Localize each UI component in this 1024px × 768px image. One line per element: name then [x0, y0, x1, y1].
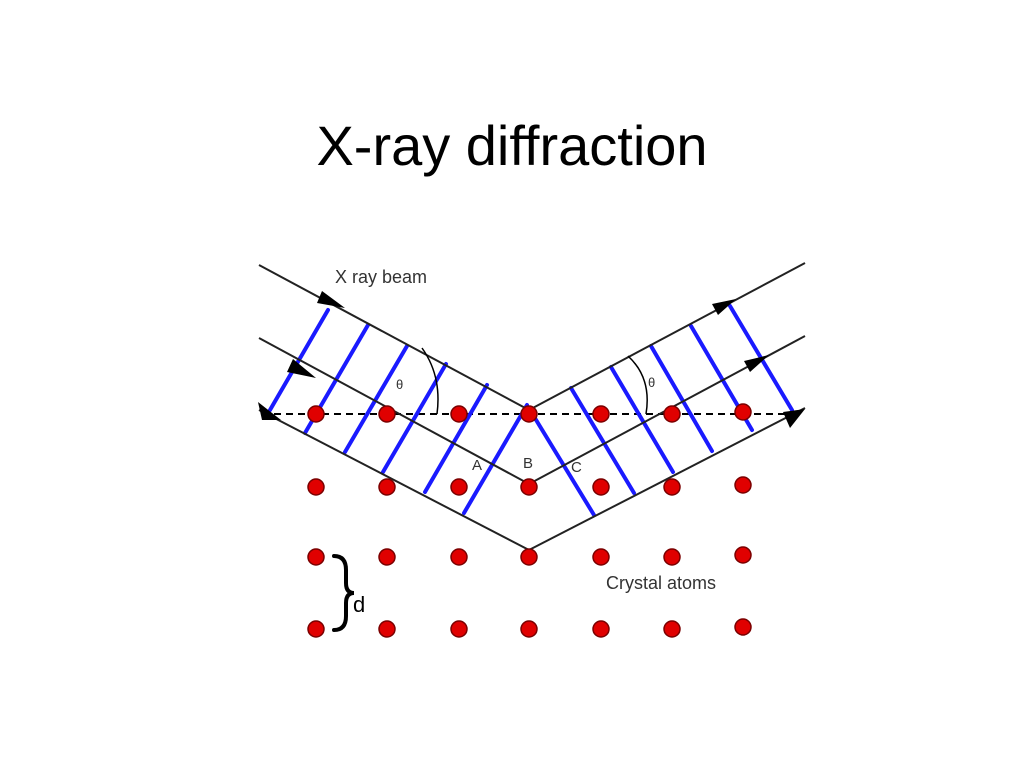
- wavefront-line: [528, 408, 596, 517]
- crystal-atom: [450, 478, 468, 496]
- crystal-atom: [378, 548, 396, 566]
- crystal-atom: [378, 405, 396, 423]
- crystal-atom: [592, 405, 610, 423]
- arrowhead-icon: [258, 402, 281, 420]
- crystal-atom: [734, 403, 752, 421]
- point-c-label: C: [571, 459, 582, 476]
- arrowhead-icon: [783, 409, 805, 428]
- wavefront-line: [343, 344, 409, 454]
- crystal-atom: [520, 620, 538, 638]
- beam-label: X ray beam: [335, 267, 427, 287]
- crystal-atom: [663, 405, 681, 423]
- crystal-atom: [520, 548, 538, 566]
- crystal-atom: [378, 478, 396, 496]
- crystal-atom: [592, 620, 610, 638]
- crystal-atom: [520, 478, 538, 496]
- wavefront-line: [423, 383, 489, 494]
- arrowhead-icon: [287, 359, 316, 378]
- wavefront-line: [649, 344, 714, 453]
- diffracted-wavefronts: [528, 304, 794, 517]
- ray-arrows: [258, 291, 805, 428]
- theta-arc-right: [627, 355, 648, 415]
- diffracted-ray: [528, 407, 806, 551]
- crystal-atom: [307, 478, 325, 496]
- crystal-atom: [450, 620, 468, 638]
- theta-arc-left: [421, 347, 439, 415]
- crystal-atom: [592, 548, 610, 566]
- crystal-atom: [307, 405, 325, 423]
- wavefront-line: [609, 365, 675, 474]
- diffracted-ray: [528, 262, 806, 411]
- wavefront-line: [569, 386, 636, 495]
- theta-label-right: θ: [648, 375, 655, 390]
- crystal-atom: [592, 478, 610, 496]
- crystal-atom: [734, 476, 752, 494]
- crystal-atom: [663, 478, 681, 496]
- arrowhead-icon: [712, 299, 736, 315]
- arrowhead-icon: [744, 355, 769, 372]
- point-a-label: A: [472, 457, 482, 474]
- crystal-atoms-label: Crystal atoms: [606, 573, 716, 593]
- point-b-label: B: [523, 455, 533, 472]
- crystal-atom: [307, 548, 325, 566]
- crystal-atom: [734, 546, 752, 564]
- theta-label-left: θ: [396, 377, 403, 392]
- crystal-atom: [734, 618, 752, 636]
- crystal-atom: [450, 405, 468, 423]
- crystal-atoms-grid: [307, 403, 752, 638]
- crystal-atom: [663, 620, 681, 638]
- incident-ray: [258, 264, 530, 411]
- spacing-brace-icon: [332, 554, 355, 632]
- wavefront-line: [381, 362, 448, 474]
- arrowhead-icon: [317, 291, 345, 308]
- crystal-atom: [520, 405, 538, 423]
- crystal-atom: [378, 620, 396, 638]
- crystal-atom: [307, 620, 325, 638]
- diffracted-rays: [528, 262, 806, 551]
- crystal-atom: [663, 548, 681, 566]
- crystal-atom: [450, 548, 468, 566]
- slide-title: X-ray diffraction: [316, 114, 708, 177]
- incident-rays: [258, 264, 530, 551]
- wavefront-line: [462, 403, 529, 515]
- incident-ray: [258, 409, 530, 551]
- spacing-d-label: d: [353, 592, 365, 617]
